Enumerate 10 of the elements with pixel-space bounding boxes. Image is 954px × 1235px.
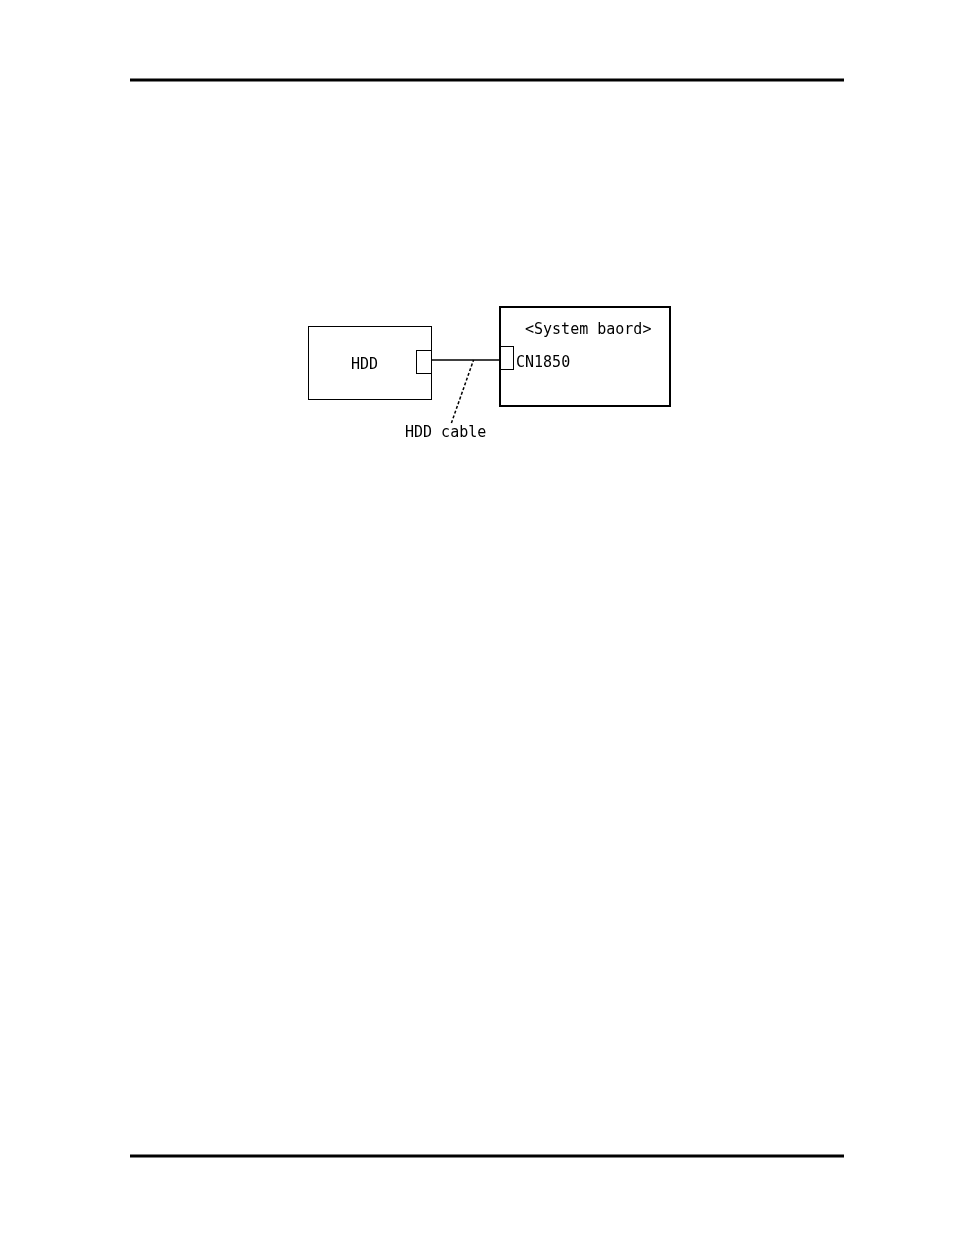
box-title: <System baord> bbox=[525, 320, 652, 338]
cable-line bbox=[431, 359, 500, 361]
connector-box bbox=[415, 349, 432, 374]
connector-label: CN1850 bbox=[516, 353, 571, 371]
cable-label: HDD cable bbox=[405, 423, 487, 441]
hdd-box bbox=[308, 326, 432, 400]
connector-box bbox=[498, 345, 514, 370]
box-title: HDD bbox=[351, 355, 379, 373]
leader-line bbox=[450, 359, 475, 424]
system-board-box bbox=[499, 306, 671, 407]
